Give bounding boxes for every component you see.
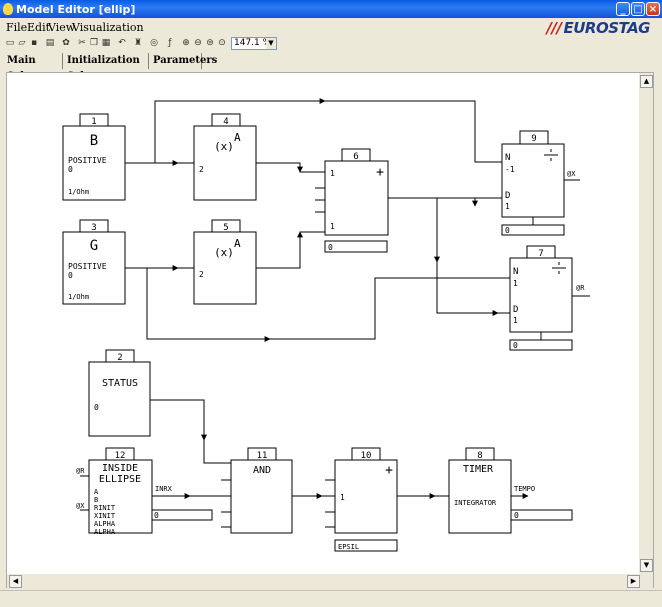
title-bar: Model Editor [ellip] _ □ × [0, 0, 662, 18]
find-icon[interactable]: ♜ [133, 38, 143, 48]
tab-initialization-scheme[interactable]: Initialization Scheme [64, 53, 149, 82]
cut-icon[interactable]: ✂ [78, 38, 86, 48]
menu-file[interactable]: File [6, 21, 28, 34]
maximize-button[interactable]: □ [631, 2, 645, 16]
diagram-canvas[interactable] [6, 72, 654, 588]
menu-bar: File Edit View Visualization ///EUROSTAG [0, 18, 662, 37]
logo-text: EUROSTAG [563, 19, 650, 37]
scroll-left-icon[interactable]: ◀ [9, 575, 22, 588]
undo-icon[interactable]: ↶ [118, 38, 126, 48]
new-icon[interactable]: ▭ [5, 38, 15, 48]
vertical-scrollbar[interactable]: ▲ ▼ [639, 73, 653, 587]
eurostag-logo: ///EUROSTAG [546, 19, 651, 37]
zoom-100-icon[interactable]: ⊙ [218, 38, 226, 48]
tab-main-scheme[interactable]: Main Scheme [4, 53, 63, 82]
zoom-value: 147.1 % [234, 38, 272, 48]
toolbar: ▭ ▱ ▪ ▤ ✿ ✂ ❐ ▦ ↶ ♜ ◎ ƒ ⊕ ⊖ ⊜ ⊙ [0, 36, 662, 52]
print-icon[interactable]: ▤ [45, 38, 55, 48]
zoom-select[interactable]: 147.1 % ▼ [231, 37, 277, 50]
logo-bars-icon: /// [546, 19, 562, 37]
copy-icon[interactable]: ❐ [89, 38, 99, 48]
save-icon[interactable]: ▪ [30, 38, 38, 48]
parameters-icon[interactable]: ƒ [168, 38, 172, 48]
status-bar [0, 590, 662, 607]
menu-edit[interactable]: Edit [27, 21, 51, 34]
app-icon [3, 3, 13, 15]
zoom-in-icon[interactable]: ⊕ [182, 38, 190, 48]
horizontal-scrollbar[interactable]: ◀ ▶ [7, 574, 653, 588]
scroll-right-icon[interactable]: ▶ [627, 575, 640, 588]
chevron-down-icon[interactable]: ▼ [266, 38, 276, 49]
window-title: Model Editor [ellip] [16, 3, 136, 16]
open-icon[interactable]: ▱ [18, 38, 26, 48]
zoom-out-icon[interactable]: ⊖ [194, 38, 202, 48]
tab-bar: Main Scheme Initialization Scheme Parame… [0, 52, 662, 82]
view-icon[interactable]: ◎ [150, 38, 158, 48]
zoom-fit-icon[interactable]: ⊜ [206, 38, 214, 48]
paste-icon[interactable]: ▦ [101, 38, 111, 48]
menu-view[interactable]: View [48, 21, 76, 34]
tab-parameters[interactable]: Parameters [150, 53, 217, 69]
scroll-down-icon[interactable]: ▼ [640, 559, 653, 572]
close-button[interactable]: × [646, 2, 660, 16]
scroll-up-icon[interactable]: ▲ [640, 75, 653, 88]
minimize-button[interactable]: _ [616, 2, 630, 16]
settings-icon[interactable]: ✿ [62, 38, 70, 48]
menu-visualization[interactable]: Visualization [72, 21, 144, 34]
